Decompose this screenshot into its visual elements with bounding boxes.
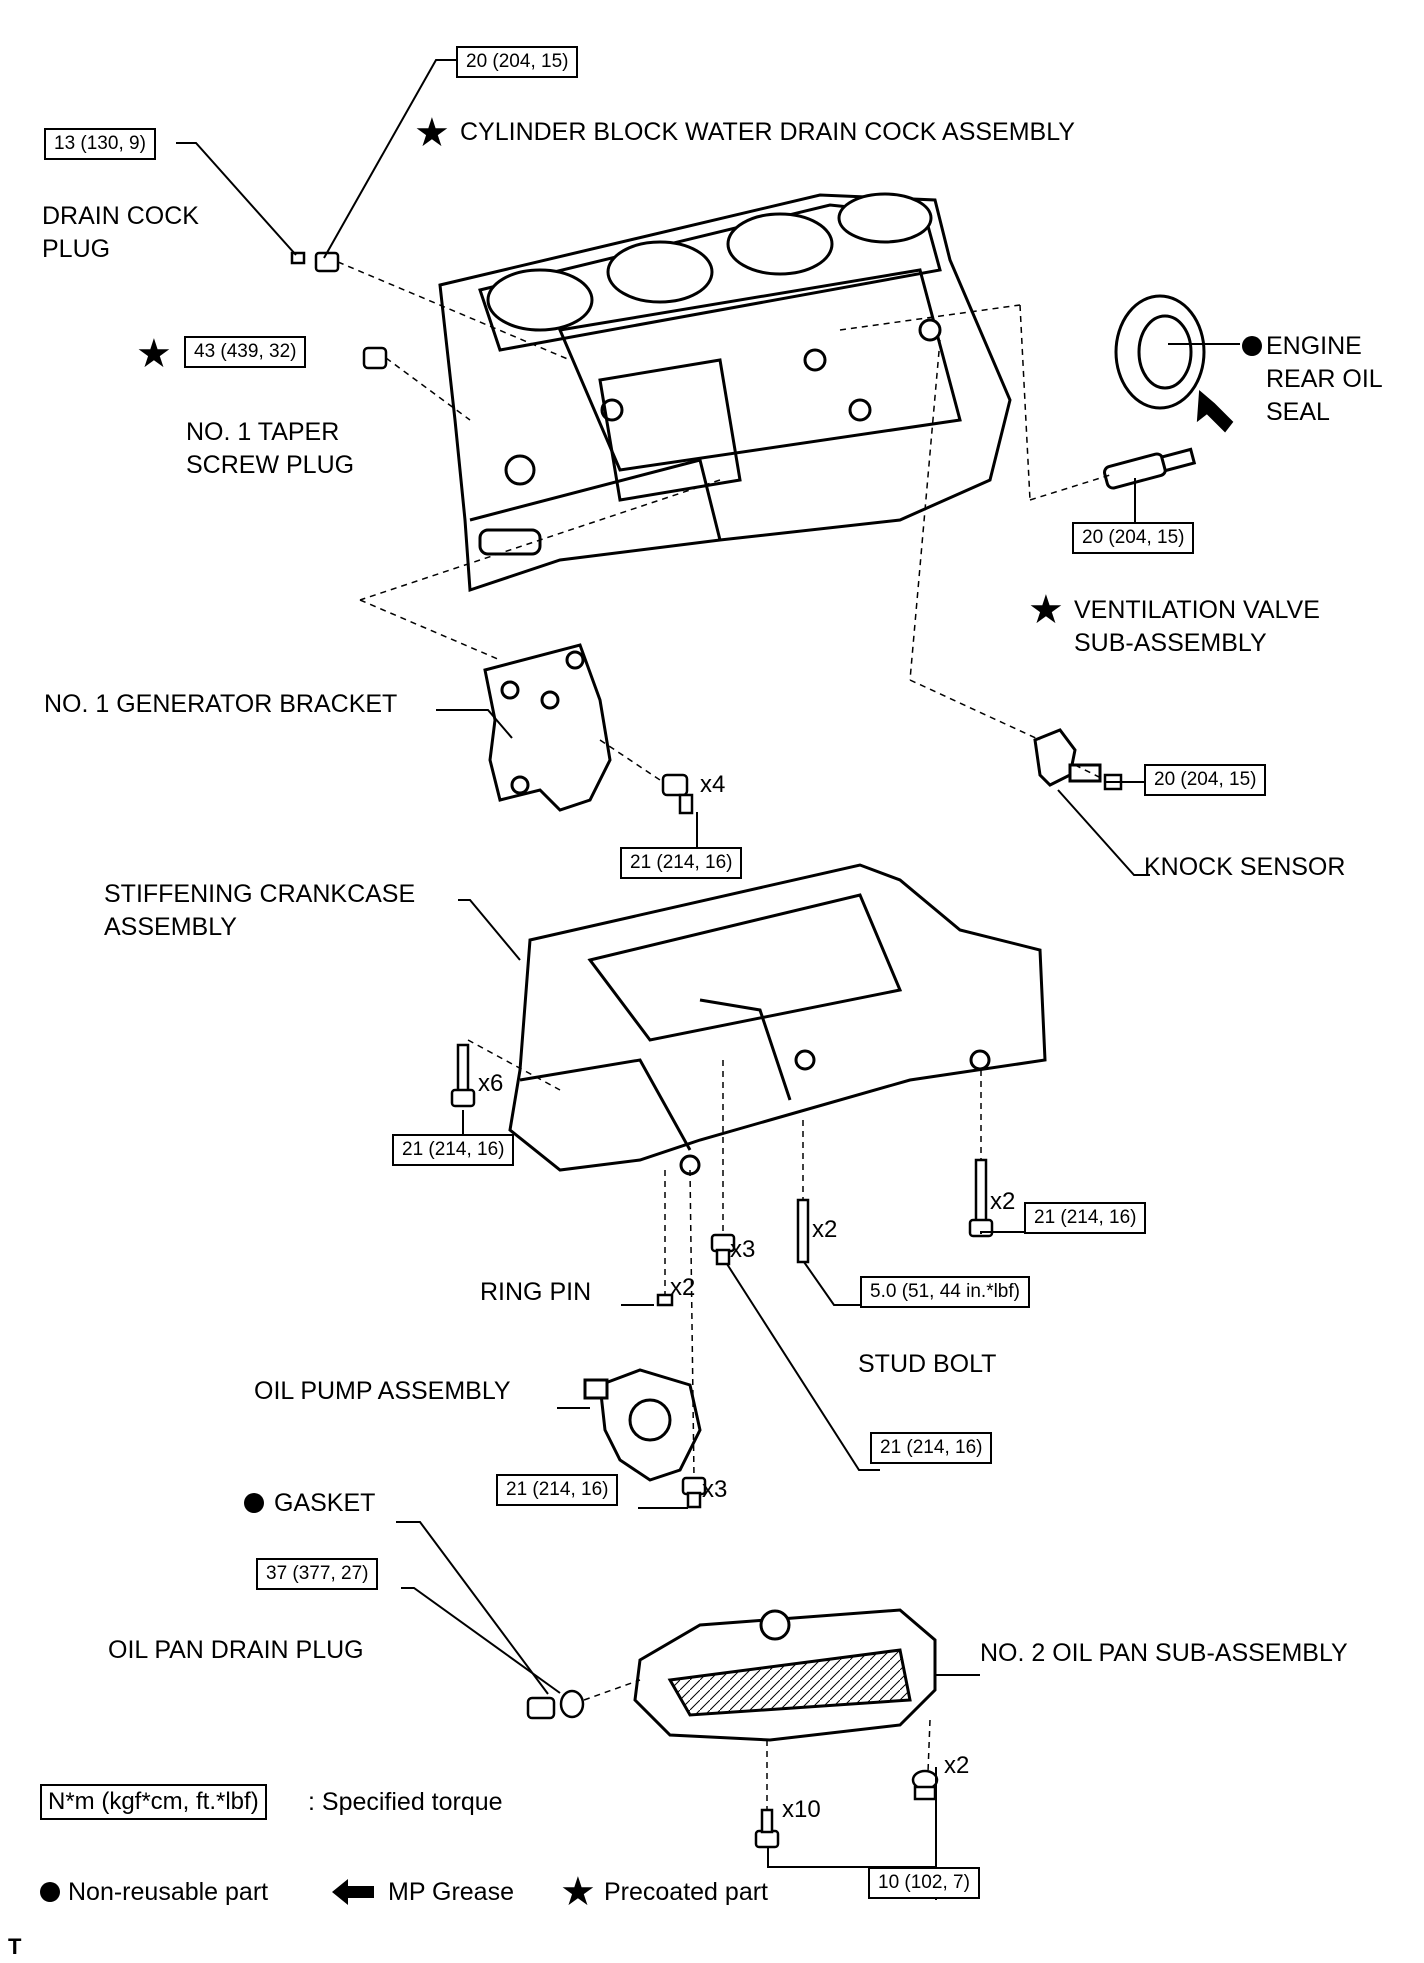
star-icon: ★ [414, 111, 450, 155]
torque-knock-sensor: 20 (204, 15) [1144, 764, 1267, 796]
legend-mp-grease: MP Grease [388, 1878, 514, 1906]
legend-precoated: Precoated part [604, 1878, 768, 1906]
qty-crankcase-bottom-bolts: x3 [730, 1236, 756, 1263]
ventilation-valve-drawing [1103, 447, 1197, 490]
torque-water-drain-cock: 20 (204, 15) [456, 46, 579, 78]
label-rear-oil-seal: ENGINE REAR OIL SEAL [1266, 332, 1383, 426]
oil-pan-drawing [633, 1608, 937, 1742]
torque-taper-screw-plug: 43 (439, 32) [184, 336, 307, 368]
qty-oil-pump-bolts: x3 [702, 1476, 728, 1503]
dot-icon [244, 1493, 264, 1513]
label-knock-sensor: KNOCK SENSOR [1144, 853, 1346, 881]
legend-non-reusable: Non-reusable part [68, 1878, 269, 1906]
cylinder-block [438, 192, 1012, 593]
label-ventilation-valve: VENTILATION VALVE SUB-ASSEMBLY [1074, 596, 1320, 657]
legend-torque-text: : Specified torque [308, 1788, 503, 1816]
torque-oil-pan-drain-plug: 37 (377, 27) [256, 1558, 379, 1590]
torque-drain-cock-plug: 13 (130, 9) [44, 128, 156, 160]
qty-oil-pan-nuts: x2 [944, 1752, 970, 1779]
dot-icon [1242, 336, 1262, 356]
qty-generator-bolts: x4 [700, 771, 726, 798]
dot-icon [40, 1882, 60, 1902]
legend-torque-unit: N*m (kgf*cm, ft.*lbf) [40, 1784, 267, 1820]
torque-ventilation-valve: 20 (204, 15) [1072, 522, 1195, 554]
label-oil-pan-drain-plug: OIL PAN DRAIN PLUG [108, 1636, 364, 1664]
assembly-lines [337, 261, 1111, 1810]
corner-mark: T [8, 1934, 22, 1959]
label-drain-cock-plug: DRAIN COCK PLUG [42, 202, 199, 263]
label-ring-pin: RING PIN [480, 1278, 592, 1306]
label-oil-pan: NO. 2 OIL PAN SUB-ASSEMBLY [980, 1639, 1348, 1667]
torque-crankcase-bottom: 21 (214, 16) [870, 1432, 993, 1464]
qty-oil-pan-bolts: x10 [782, 1796, 821, 1823]
torque-crankcase-left: 21 (214, 16) [392, 1134, 515, 1166]
torque-oil-pan: 10 (102, 7) [868, 1867, 980, 1899]
torque-oil-pump: 21 (214, 16) [496, 1474, 619, 1506]
qty-crankcase-left-bolts: x6 [478, 1070, 504, 1097]
generator-bracket [483, 643, 612, 812]
label-oil-pump: OIL PUMP ASSEMBLY [254, 1377, 511, 1405]
arrow-icon [332, 1879, 374, 1905]
torque-crankcase-right: 21 (214, 16) [1024, 1202, 1147, 1234]
star-icon: ★ [1028, 588, 1064, 632]
rear-oil-seal-drawing [1114, 294, 1206, 410]
label-stud-bolt: STUD BOLT [858, 1350, 997, 1378]
stiffening-crankcase [508, 863, 1047, 1176]
arrow-icon [1196, 389, 1234, 433]
label-crankcase: STIFFENING CRANKCASE ASSEMBLY [104, 880, 416, 941]
qty-crankcase-right-bolts: x2 [990, 1188, 1016, 1215]
torque-generator-bracket: 21 (214, 16) [620, 847, 743, 879]
label-generator-bracket: NO. 1 GENERATOR BRACKET [44, 690, 398, 718]
star-icon: ★ [560, 1870, 596, 1914]
label-gasket: GASKET [274, 1489, 376, 1517]
torque-stud-bolt: 5.0 (51, 44 in.*lbf) [860, 1276, 1030, 1308]
label-taper-screw-plug: NO. 1 TAPER SCREW PLUG [186, 418, 355, 479]
star-icon: ★ [136, 332, 172, 376]
knock-sensor-drawing [1033, 728, 1102, 787]
leader-lines [176, 59, 1240, 1900]
oil-pump-drawing [583, 1368, 702, 1482]
label-water-drain-cock: CYLINDER BLOCK WATER DRAIN COCK ASSEMBLY [460, 118, 1075, 146]
qty-stud-bolts: x2 [812, 1216, 838, 1243]
qty-ring-pins: x2 [670, 1274, 696, 1301]
